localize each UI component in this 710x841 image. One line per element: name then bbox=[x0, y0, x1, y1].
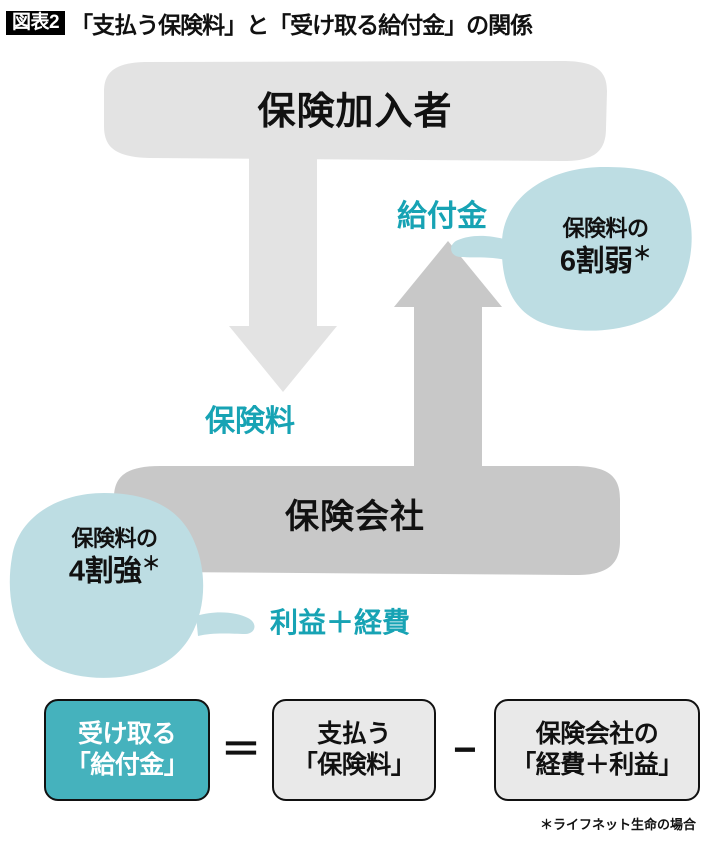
benefit-label: 給付金 bbox=[397, 200, 487, 233]
bubble-left-asterisk: ＊ bbox=[141, 554, 161, 576]
equation-box-premium-line1: 支払う bbox=[317, 719, 391, 748]
minus-operator: − bbox=[453, 728, 477, 772]
figure-number-badge: 図表2 bbox=[6, 11, 66, 35]
bubble-left-group bbox=[9, 493, 255, 678]
bubble-right-group bbox=[451, 167, 692, 331]
insurance-company-bar bbox=[114, 466, 620, 576]
equation-row: 受け取る 「給付金」 ＝ 支払う 「保険料」 − 保険会社の 「経費＋利益」 bbox=[0, 694, 710, 806]
insurance-company-label: 保険会社 bbox=[285, 498, 425, 536]
bubble-left-tail bbox=[196, 612, 255, 636]
insured-person-bar bbox=[104, 61, 607, 162]
equation-box-benefit: 受け取る 「給付金」 bbox=[44, 699, 210, 801]
title-row: 図表2 「支払う保険料」と「受け取る給付金」の関係 bbox=[6, 6, 706, 40]
equation-box-benefit-line2: 「給付金」 bbox=[65, 751, 189, 779]
benefit-up-arrow bbox=[394, 241, 502, 474]
bubble-left-shape bbox=[9, 493, 204, 678]
bubble-right-line2: 6割弱＊ bbox=[513, 243, 698, 280]
equation-box-cost-line2: 「経費＋利益」 bbox=[511, 751, 683, 779]
footnote: ＊ライフネット生命の場合 bbox=[539, 817, 696, 832]
bubble-right-text: 保険料の 6割弱＊ bbox=[513, 216, 698, 280]
bubble-left-value: 4割強 bbox=[68, 555, 142, 588]
bubble-right-line1: 保険料の bbox=[562, 216, 649, 241]
bubble-left-text: 保険料の 4割強＊ bbox=[22, 526, 207, 590]
bubble-left-line2: 4割強＊ bbox=[22, 553, 207, 590]
premium-down-arrow bbox=[229, 154, 337, 392]
bubble-right-value: 6割弱 bbox=[559, 245, 633, 278]
equation-box-benefit-line1: 受け取る bbox=[77, 719, 177, 748]
equation-box-premium: 支払う 「保険料」 bbox=[272, 699, 436, 801]
bubble-left-line1: 保険料の bbox=[71, 526, 158, 551]
equation-box-cost: 保険会社の 「経費＋利益」 bbox=[494, 699, 700, 801]
profit-expense-label: 利益＋経費 bbox=[270, 607, 411, 638]
bubble-right-shape bbox=[501, 167, 692, 331]
flow-diagram bbox=[9, 61, 692, 678]
equation-box-premium-line2: 「保険料」 bbox=[292, 751, 416, 779]
equation-box-cost-line1: 保険会社の bbox=[535, 719, 659, 748]
bubble-right-tail bbox=[451, 235, 508, 260]
insured-person-label: 保険加入者 bbox=[257, 91, 453, 133]
bubble-right-asterisk: ＊ bbox=[632, 244, 652, 266]
equals-operator: ＝ bbox=[221, 728, 261, 772]
premium-label: 保険料 bbox=[205, 405, 295, 438]
page-title: 「支払う保険料」と「受け取る給付金」の関係 bbox=[70, 12, 533, 38]
